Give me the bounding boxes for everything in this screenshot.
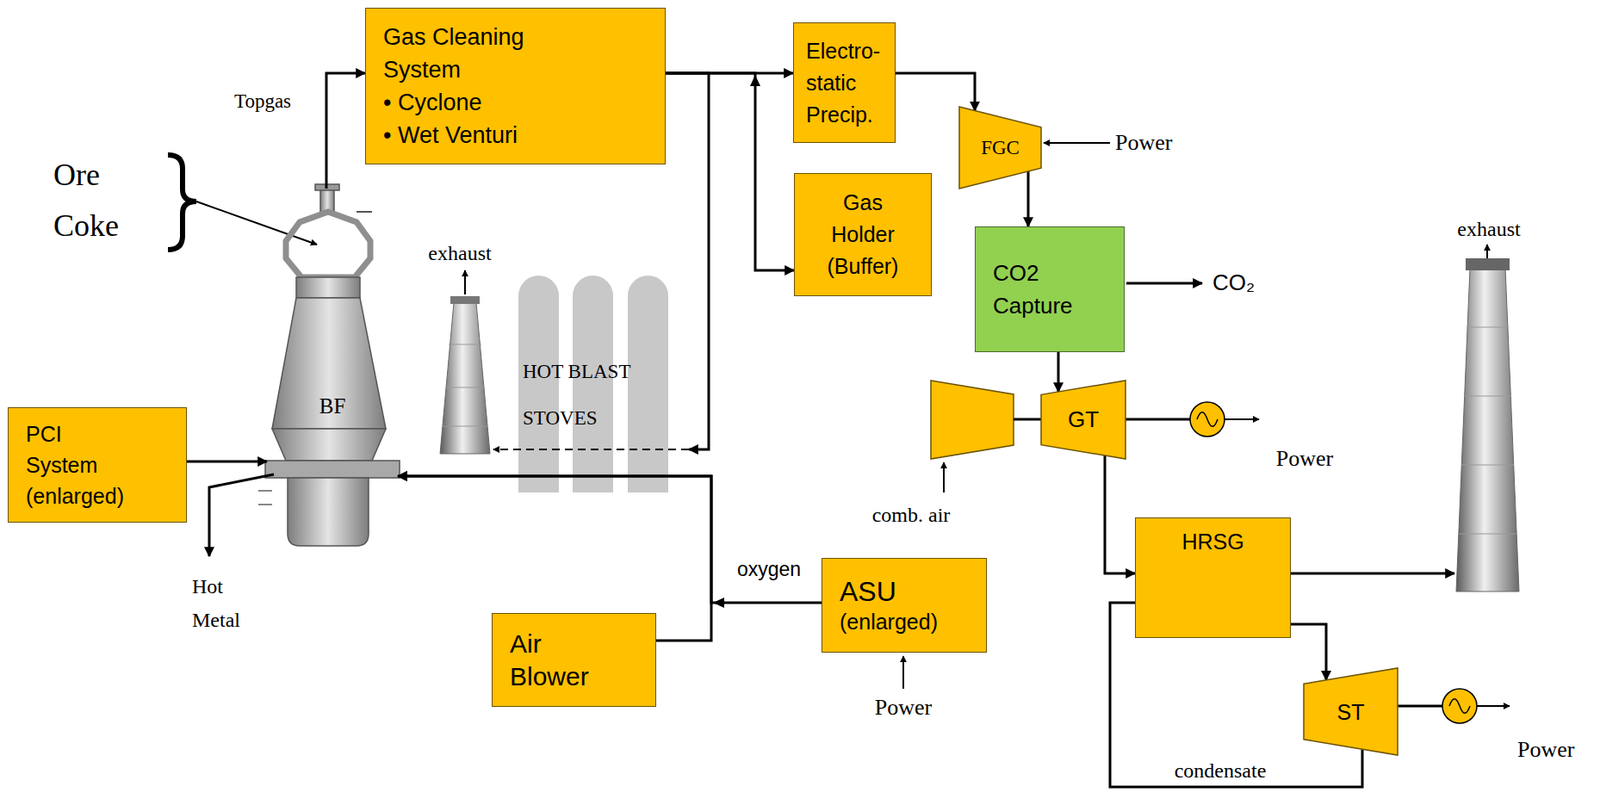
node-text: CO2 Capture <box>992 256 1073 323</box>
storage-box: Gas Holder (Buffer) <box>793 173 932 297</box>
power-arrow <box>1476 705 1510 707</box>
node-text: Gas Cleaning System <box>383 20 569 87</box>
node-text: ST <box>1337 699 1365 726</box>
process-box: Air Blower <box>491 613 657 707</box>
node-text: PCI System (enlarged) <box>25 418 125 512</box>
flow-connector <box>665 73 709 450</box>
stove-chimney <box>440 296 490 454</box>
process-box: PCI System (enlarged) <box>7 407 187 523</box>
tap-line <box>209 474 274 557</box>
annotation-label: Ore <box>53 156 100 194</box>
node-text: ASU <box>839 575 897 608</box>
process-box: HRSG <box>1134 517 1291 639</box>
node-text: Gas Holder (Buffer) <box>827 186 900 283</box>
stove-figure <box>518 275 669 493</box>
compressor-symbol <box>930 380 1014 459</box>
node-text: • Wet Venturi <box>383 118 518 152</box>
capture-box: CO2 Capture <box>974 226 1125 353</box>
feed-brace <box>167 155 197 250</box>
shaft <box>1013 418 1042 422</box>
flow-connector <box>326 73 366 189</box>
node-text: GT <box>1067 406 1099 434</box>
flue-arrow <box>1290 572 1455 576</box>
annotation-label: Power <box>1517 736 1575 763</box>
exhaust-arrow <box>464 270 466 295</box>
turbine-symbol: ST <box>1303 668 1398 756</box>
node-text: HOT BLAST STOVES <box>522 348 687 442</box>
node-text: Air Blower <box>509 627 590 694</box>
annotation-label: comb. air <box>872 502 951 528</box>
machine-shape <box>959 106 1042 189</box>
connector-label: oxygen <box>734 558 804 583</box>
power-arrow <box>902 656 905 689</box>
power-arrow <box>1043 142 1111 144</box>
flow-connector <box>895 73 975 112</box>
annotation-label: CO₂ <box>1212 269 1255 297</box>
machine-shape <box>1041 380 1126 459</box>
hot-blast-stoves: HOT BLAST STOVES <box>518 275 689 493</box>
co2-arrow <box>1126 282 1203 286</box>
machine-shape <box>1303 668 1398 756</box>
generator-symbol <box>1190 402 1225 437</box>
shaft <box>1124 418 1191 422</box>
annotation-label: Power <box>874 694 932 721</box>
air-arrow <box>942 462 945 493</box>
annotation-label: exhaust <box>427 241 491 267</box>
exhaust-arrow <box>1486 244 1489 259</box>
node-text: HRSG <box>1181 528 1244 555</box>
generator-symbol <box>1442 688 1477 724</box>
shaft <box>1396 705 1443 708</box>
annotation-label: exhaust <box>1457 217 1520 242</box>
stack-figure <box>1456 258 1520 592</box>
compressor-symbol: FGC <box>959 106 1042 189</box>
flow-connector <box>665 73 794 271</box>
flow-connector <box>1057 352 1061 392</box>
process-box: Gas Cleaning System• Cyclone• Wet Ventur… <box>365 7 666 165</box>
blast-furnace: BF <box>266 188 398 546</box>
annotation-label: Hot Metal <box>192 570 241 638</box>
node-text: FGC <box>980 136 1020 161</box>
process-box: Electro- static Precip. <box>793 22 896 143</box>
connector-label: condensate <box>1172 758 1270 784</box>
sine-symbol <box>1449 699 1470 714</box>
annotation-label: Power <box>1115 129 1173 156</box>
sine-symbol <box>1196 412 1218 428</box>
flow-connector <box>186 460 267 464</box>
stove-flue-line <box>493 448 689 451</box>
node-text: BF <box>319 393 347 420</box>
node-text: • Cyclone <box>383 86 483 119</box>
flow-connector <box>1290 624 1327 681</box>
flow-connector <box>397 476 822 603</box>
flow-connector <box>1104 455 1135 574</box>
turbine-symbol: GT <box>1041 380 1126 459</box>
annotation-label: Power <box>1276 445 1334 472</box>
node-text: (enlarged) <box>839 607 938 636</box>
annotation-label: Topgas <box>234 89 292 114</box>
process-box: ASU(enlarged) <box>821 558 987 653</box>
power-arrow <box>1224 418 1259 421</box>
flow-connector <box>1027 171 1030 227</box>
annotation-label: Coke <box>53 207 119 245</box>
node-text: Electro- static Precip. <box>806 35 881 131</box>
blast-furnace-figure <box>258 184 400 546</box>
